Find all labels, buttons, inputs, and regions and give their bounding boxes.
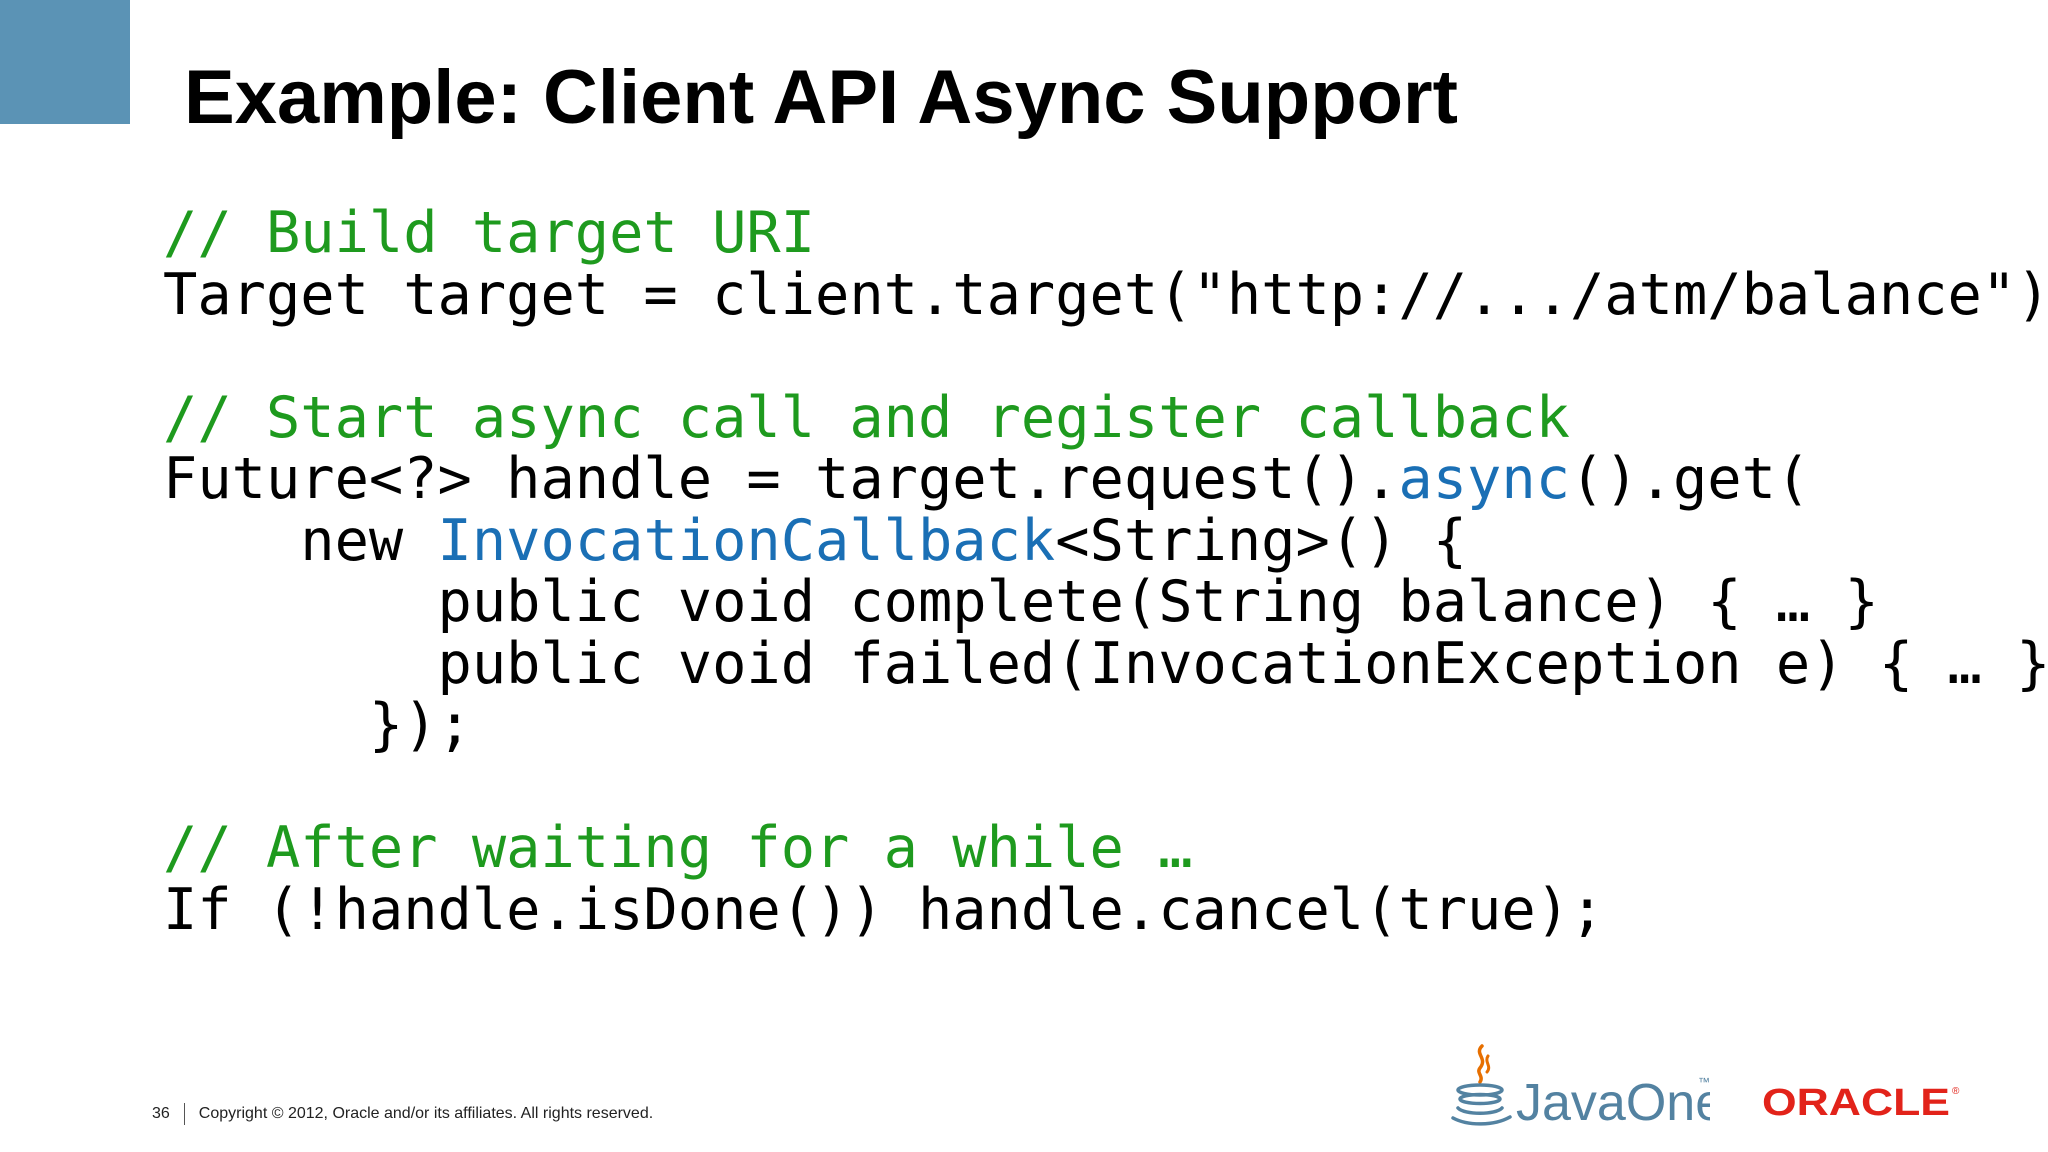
copyright-text: Copyright © 2012, Oracle and/or its affi… <box>198 1105 654 1123</box>
code-text: new <box>163 507 438 574</box>
corner-accent-block <box>0 0 130 124</box>
java-cup-icon <box>1451 1044 1512 1126</box>
code-line <box>163 326 2013 388</box>
footer: 36 Copyright © 2012, Oracle and/or its af… <box>152 1103 653 1125</box>
oracle-wordmark: ORACLE <box>1762 1082 1950 1118</box>
code-line: // After waiting for a while … <box>163 815 2013 881</box>
code-comment: // Build target URI <box>163 200 816 266</box>
footer-divider <box>183 1103 185 1125</box>
code-line: public void failed(InvocationException e… <box>163 633 2048 696</box>
oracle-registered-mark: ® <box>1952 1086 1960 1097</box>
code-line: public void complete(String balance) { …… <box>163 569 2013 635</box>
code-text: public void failed(InvocationException e… <box>163 630 2048 697</box>
page-number: 36 <box>152 1105 170 1123</box>
code-comment: // Start async call and register callbac… <box>163 384 1570 451</box>
code-line: If (!handle.isDone()) handle.cancel(true… <box>163 876 2013 943</box>
code-text: Target target = client.target("http://..… <box>163 261 2048 328</box>
code-comment: // After waiting for a while … <box>163 815 1193 881</box>
javaone-logo: JavaOne ™ <box>1451 1044 1710 1130</box>
code-text: }); <box>163 692 472 758</box>
code-text: Future<?> handle = target.request(). <box>163 446 1399 512</box>
code-line: // Build target URI <box>163 200 2013 266</box>
code-keyword: InvocationCallback <box>437 507 1056 574</box>
code-line: Target target = client.target("http://..… <box>163 264 2048 327</box>
javaone-trademark: ™ <box>1698 1075 1710 1089</box>
code-text: public void complete(String balance) { …… <box>163 569 1879 635</box>
code-text: ().get( <box>1570 446 1811 512</box>
code-keyword: async <box>1398 446 1571 512</box>
code-text: <String>() { <box>1055 507 1468 574</box>
slide-title: Example: Client API Async Support <box>184 55 1458 140</box>
code-text: If (!handle.isDone()) handle.cancel(true… <box>163 876 1605 943</box>
javaone-wordmark: JavaOne <box>1516 1074 1710 1130</box>
code-line: // Start async call and register callbac… <box>163 384 2013 451</box>
oracle-logo: ORACLE ® <box>1762 1082 1960 1118</box>
code-line: }); <box>163 692 2013 758</box>
code-line: new InvocationCallback<String>() { <box>163 507 2013 574</box>
code-line: Future<?> handle = target.request().asyn… <box>163 446 2013 512</box>
code-line <box>163 757 2013 819</box>
